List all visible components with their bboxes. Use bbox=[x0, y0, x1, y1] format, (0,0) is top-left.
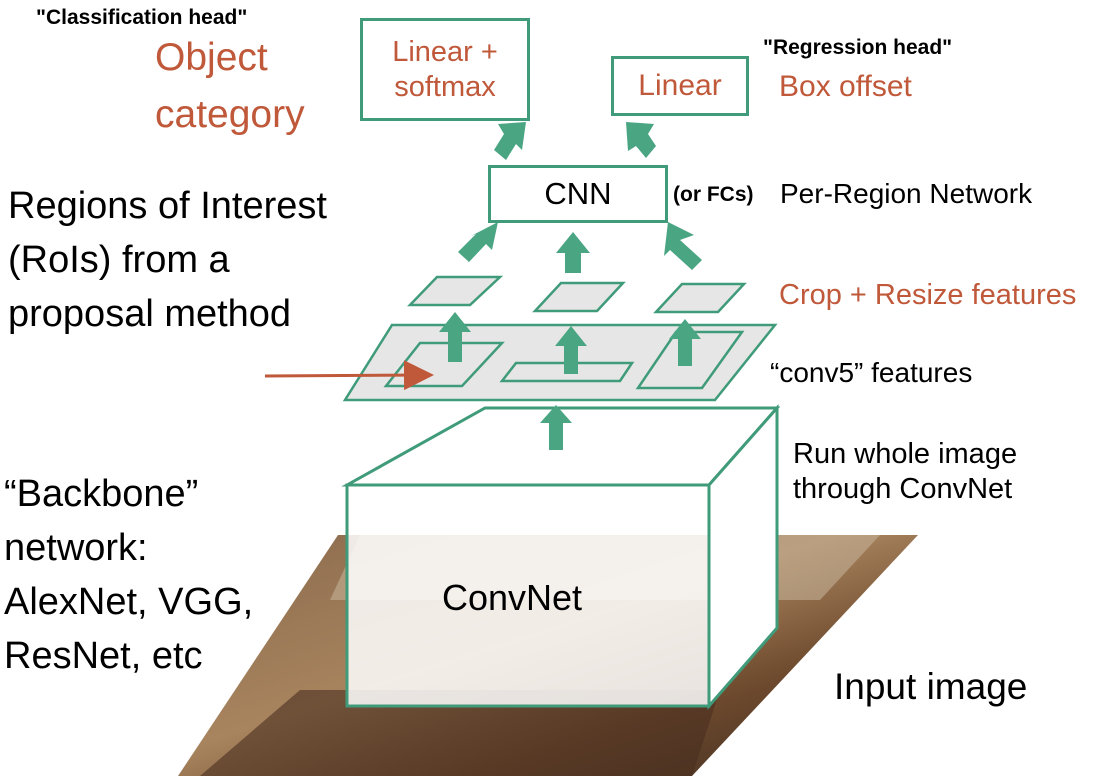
arrow-roi-middle-up bbox=[555, 326, 587, 374]
conv5-features-label: “conv5” features bbox=[770, 357, 973, 388]
arrow-cnn-to-reg bbox=[626, 122, 656, 158]
convnet-front-face bbox=[345, 483, 711, 708]
cnn-box-label: CNN bbox=[544, 176, 612, 211]
per-region-network-label: Per-Region Network bbox=[780, 178, 1033, 209]
arrow-crop-right-up bbox=[664, 222, 702, 270]
up-arrows bbox=[439, 122, 702, 450]
cropped-feature-middle bbox=[532, 281, 626, 313]
photo-horse-shade bbox=[200, 690, 720, 776]
convnet-label: ConvNet bbox=[442, 577, 583, 618]
per-region-cnn-box: CNN bbox=[488, 165, 668, 223]
classification-box-label: Linear + softmax bbox=[392, 35, 498, 103]
rois-caption: Regions of Interest (RoIs) from a propos… bbox=[8, 185, 327, 335]
arrow-roi-right-up bbox=[669, 319, 701, 366]
regression-head-title: "Regression head" bbox=[763, 36, 953, 59]
roi-middle bbox=[499, 361, 635, 383]
input-image-label: Input image bbox=[834, 666, 1028, 707]
arrow-crop-middle-up bbox=[556, 232, 590, 273]
classification-head-title: "Classification head" bbox=[36, 6, 248, 29]
cropped-feature-right bbox=[653, 282, 747, 314]
roi-left bbox=[383, 341, 505, 388]
crop-resize-label: Crop + Resize features bbox=[779, 279, 1077, 311]
object-category-label: Object category bbox=[155, 36, 305, 136]
run-whole-image-label: Run whole image through ConvNet bbox=[793, 438, 1018, 505]
roi-pointer-arrow bbox=[264, 360, 434, 391]
roi-right bbox=[635, 330, 745, 390]
backbone-caption: “Backbone” network: AlexNet, VGG, ResNet… bbox=[4, 473, 254, 677]
arrow-cnn-to-class bbox=[494, 122, 526, 160]
or-fcs-label: (or FCs) bbox=[673, 183, 754, 206]
regression-box-label: Linear bbox=[638, 69, 722, 102]
arrow-crop-left-up bbox=[458, 222, 498, 262]
arrow-roi-left-up bbox=[439, 312, 471, 362]
cropped-feature-left bbox=[407, 275, 504, 307]
classification-head-box: Linear + softmax bbox=[360, 18, 530, 121]
regression-head-box: Linear bbox=[611, 56, 749, 116]
box-offset-label: Box offset bbox=[779, 70, 912, 103]
arrow-backbone-to-conv5 bbox=[540, 405, 572, 450]
